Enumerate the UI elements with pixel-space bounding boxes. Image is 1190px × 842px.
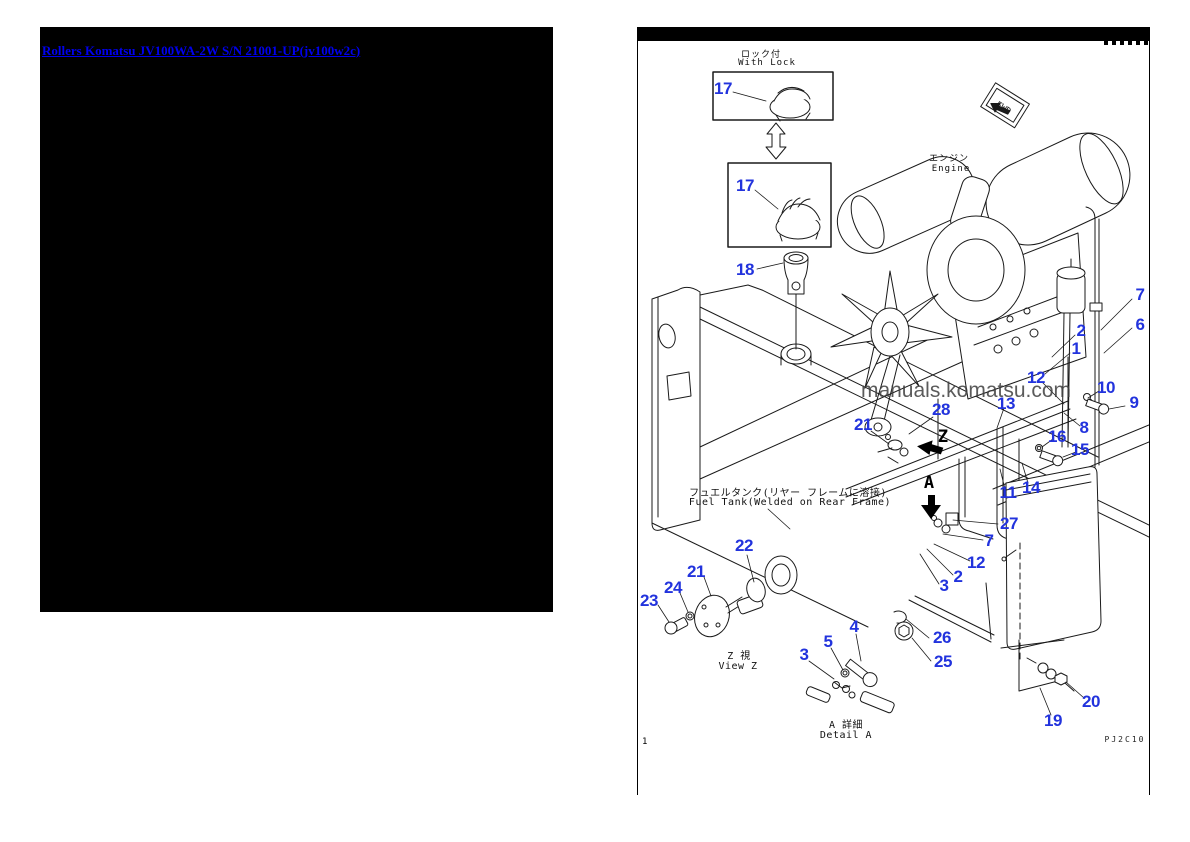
callout-4-29[interactable]: 4 <box>849 617 859 636</box>
mounting-bolts <box>1035 393 1110 467</box>
engine-label-jp: エンジン <box>928 154 970 164</box>
cooling-fan <box>830 270 953 389</box>
fwd-plate <box>980 82 1030 129</box>
parts-drawing: FWD <box>651 71 1149 716</box>
section-arrows <box>917 440 944 519</box>
drain-valve <box>1026 657 1075 692</box>
callout-19-32[interactable]: 19 <box>1044 711 1062 730</box>
callout-3-22[interactable]: 3 <box>939 576 949 595</box>
view-z-detail <box>664 555 798 638</box>
callout-23-26[interactable]: 23 <box>640 591 658 610</box>
with-lock-label-jp: ロック付 <box>740 50 782 60</box>
with-lock-label-en: With Lock <box>738 58 796 68</box>
section-letter-z: Z <box>937 427 949 447</box>
view-z-label-jp: Z 視 <box>727 651 751 662</box>
callout-17-1[interactable]: 17 <box>736 176 754 195</box>
callout-8-12[interactable]: 8 <box>1079 418 1089 437</box>
rear-frame-drawing <box>651 284 1149 628</box>
callout-26-30[interactable]: 26 <box>933 628 951 647</box>
callout-1-6[interactable]: 1 <box>1071 339 1081 358</box>
callout-7-19[interactable]: 7 <box>984 531 994 550</box>
fuel-sender-upper <box>877 434 909 464</box>
callout-15-14[interactable]: 15 <box>1071 440 1089 459</box>
fuel-tank-label-jp: フュエルタンク(リヤー フレームに溶接) <box>689 488 887 499</box>
engine-drawing <box>830 132 1131 468</box>
callout-22-23[interactable]: 22 <box>735 536 753 555</box>
view-z-label-en: View Z <box>718 661 758 672</box>
callout-14-16[interactable]: 14 <box>1022 478 1040 497</box>
detail-a-label-jp: A 詳細 <box>828 720 864 731</box>
section-letter-a: A <box>923 473 935 493</box>
callout-17-0[interactable]: 17 <box>714 79 732 98</box>
callout-6-4[interactable]: 6 <box>1135 315 1145 334</box>
callout-20-33[interactable]: 20 <box>1082 692 1100 711</box>
callout-3-27[interactable]: 3 <box>799 645 809 664</box>
callout-24-25[interactable]: 24 <box>664 578 682 597</box>
callout-12-20[interactable]: 12 <box>967 553 985 572</box>
callout-25-31[interactable]: 25 <box>934 652 952 671</box>
callout-27-18[interactable]: 27 <box>1000 514 1018 533</box>
parts-diagram-sheet: FWD ロック付 With Lock エンジン Engine フュエルタンク(リ… <box>637 27 1150 795</box>
filler-neck <box>783 251 809 350</box>
callout-16-13[interactable]: 16 <box>1048 427 1066 446</box>
thumbnail-panel: Rollers Komatsu JV100WA-2W S/N 21001-UP(… <box>40 27 553 612</box>
fuel-cap-boxes <box>712 71 834 248</box>
callout-7-3[interactable]: 7 <box>1135 285 1145 304</box>
engine-label-en: Engine <box>931 164 971 174</box>
callout-5-28[interactable]: 5 <box>823 632 833 651</box>
leader-lines <box>657 91 1133 716</box>
callout-2-21[interactable]: 2 <box>953 567 963 586</box>
callout-13-11[interactable]: 13 <box>997 394 1015 413</box>
diagram-header-bar <box>638 27 1149 41</box>
drawing-code: PJ2C10 <box>1104 735 1146 744</box>
callout-2-5[interactable]: 2 <box>1076 321 1086 340</box>
fuel-tank-label-en: Fuel Tank(Welded on Rear Frame) <box>688 497 892 508</box>
callout-21-24[interactable]: 21 <box>687 562 705 581</box>
callout-9-9[interactable]: 9 <box>1129 393 1139 412</box>
watermark: manuals.komatsu.com <box>860 379 1072 402</box>
callout-18-2[interactable]: 18 <box>736 260 754 279</box>
model-link[interactable]: Rollers Komatsu JV100WA-2W S/N 21001-UP(… <box>42 43 361 58</box>
fuel-tank-drawing <box>908 466 1102 692</box>
callout-12-7[interactable]: 12 <box>1027 368 1045 387</box>
header-dashes <box>1104 41 1150 45</box>
callout-10-8[interactable]: 10 <box>1097 378 1115 397</box>
detail-a-parts <box>805 610 914 714</box>
fuel-lines <box>845 400 1149 540</box>
page-number: 1 <box>642 737 648 747</box>
callout-21-15[interactable]: 21 <box>854 415 872 434</box>
callout-28-10[interactable]: 28 <box>932 400 950 419</box>
callout-11-17[interactable]: 11 <box>999 483 1017 502</box>
detail-a-label-en: Detail A <box>819 730 873 741</box>
